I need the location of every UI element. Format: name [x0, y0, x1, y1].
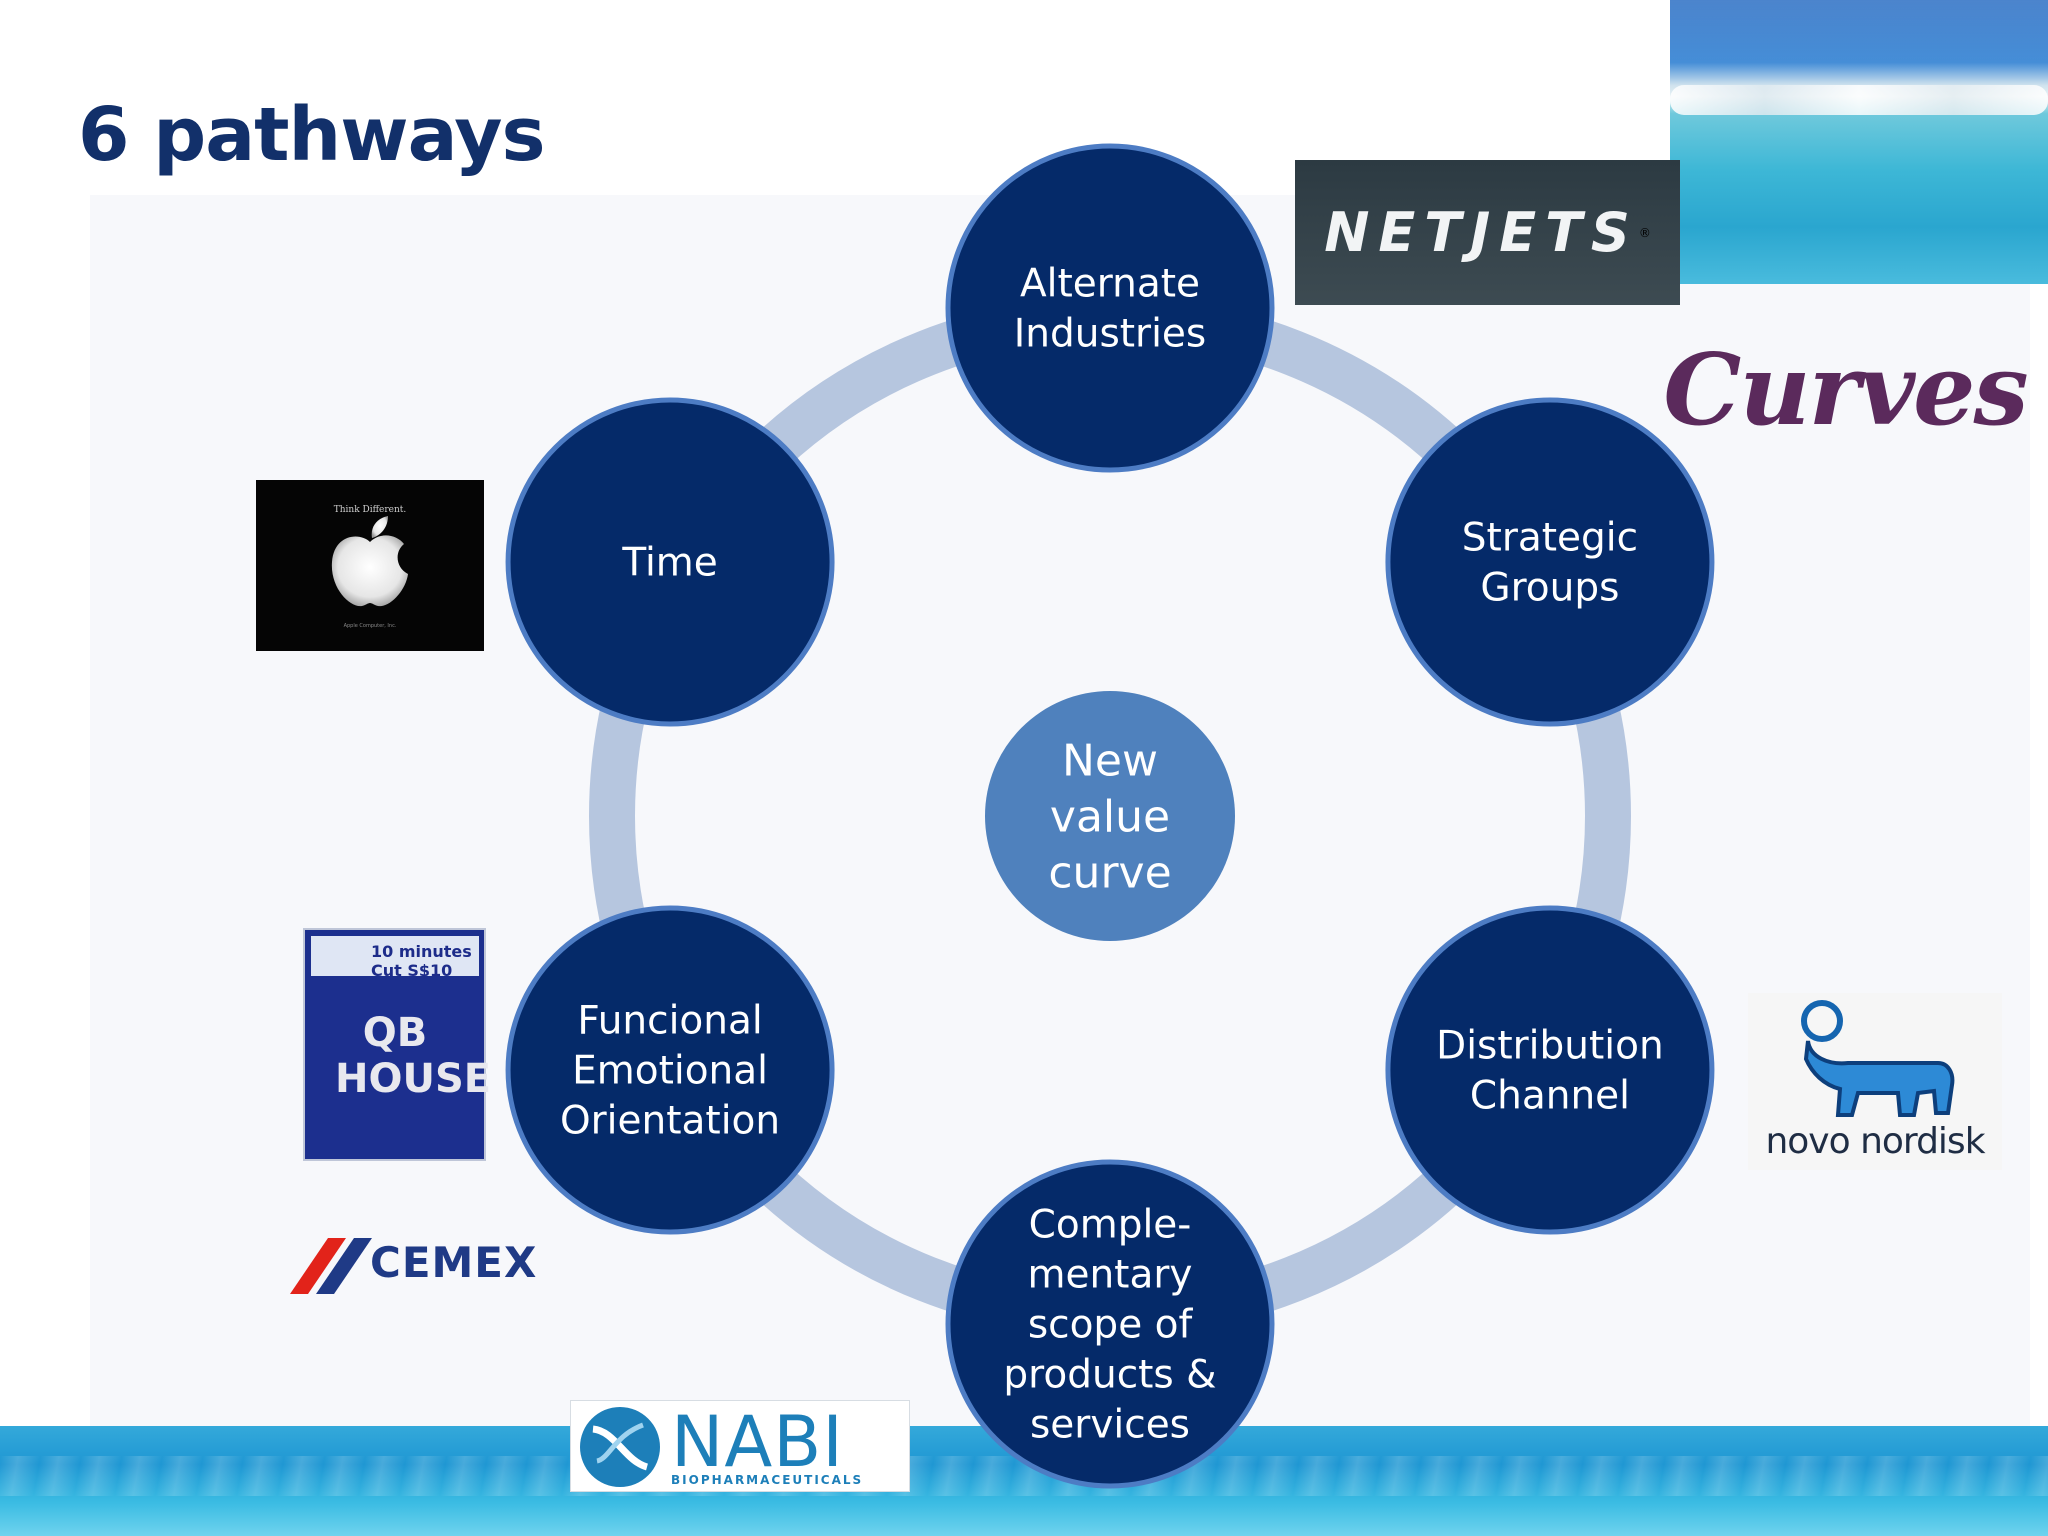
novo-nordisk-wordmark: novo nordisk [1765, 1121, 1985, 1162]
pathway-circle [945, 143, 1275, 473]
curves-wordmark: Curves [1663, 332, 2028, 448]
pathway-circle [505, 397, 835, 727]
apple-tagline: Think Different. [333, 505, 407, 515]
ocean-photo [1670, 0, 2048, 284]
nabi-sphere-icon [580, 1407, 660, 1487]
novo-nordisk-logo: novo nordisk [1748, 993, 2002, 1170]
netjets-wordmark: NETJETS [1324, 201, 1639, 264]
pathway-circle [1385, 905, 1715, 1235]
curves-logo: Curves [1663, 330, 2028, 450]
apple-icon [331, 516, 408, 607]
qb-price-sign: 10 minutes Cut S$10 [311, 936, 479, 980]
pathway-label: Time [621, 541, 717, 586]
nabi-subtitle: BIOPHARMACEUTICALS [671, 1473, 864, 1487]
nabi-wordmark: NABI [671, 1401, 844, 1483]
qb-sign-text: 10 minutes Cut S$10 [371, 942, 472, 980]
nabi-logo: NABI BIOPHARMACEUTICALS [570, 1400, 910, 1492]
cemex-stripes-icon [290, 1237, 372, 1294]
slide-title: 6 pathways [78, 92, 546, 178]
qb-house-wordmark: QB HOUSE [335, 1010, 492, 1102]
cemex-wordmark: CEMEX [370, 1238, 538, 1287]
pathway-circle [505, 905, 835, 1235]
apple-fine-print: Apple Computer, Inc. [343, 623, 397, 629]
pathway-node-time: Time [505, 397, 835, 727]
qb-house-photo: 10 minutes Cut S$10 QB HOUSE [303, 928, 492, 1161]
cemex-logo: CEMEX [290, 1220, 560, 1305]
pathway-circle [1385, 397, 1715, 727]
center-circle [985, 691, 1235, 941]
pathway-circle [945, 1159, 1275, 1489]
netjets-logo: NETJETS® [1295, 160, 1680, 305]
bull-icon [1801, 1000, 1955, 1117]
apple-think-different-logo: Think Different. Apple Computer, Inc. [256, 480, 484, 651]
